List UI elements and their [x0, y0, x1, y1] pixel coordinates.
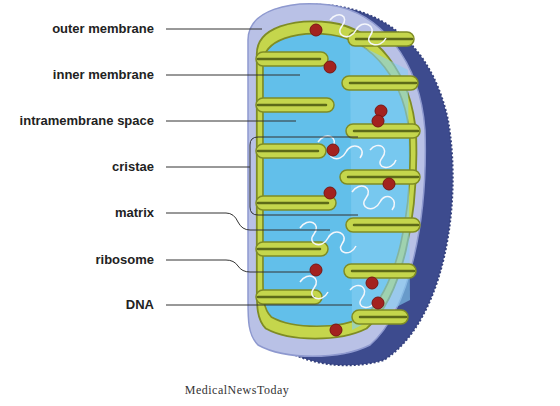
part-label: ribosome [0, 252, 154, 268]
cristae-left [256, 52, 336, 304]
part-label: intramembrane space [0, 113, 154, 129]
part-label: matrix [0, 205, 154, 221]
cristae-right-inner [348, 39, 418, 317]
watermark: MedicalNewsToday [127, 382, 347, 398]
cristae-left-inner [258, 59, 328, 297]
part-label: inner membrane [0, 67, 154, 83]
inner-membrane [257, 21, 417, 338]
ribosomes [310, 24, 395, 336]
part-label: cristae [0, 159, 154, 175]
part-label: DNA [0, 297, 154, 313]
leader-lines [166, 29, 358, 305]
dna-strands [300, 15, 396, 308]
part-label: outer membrane [0, 21, 154, 37]
cristae-right [340, 32, 420, 324]
outer-membrane [248, 4, 425, 356]
